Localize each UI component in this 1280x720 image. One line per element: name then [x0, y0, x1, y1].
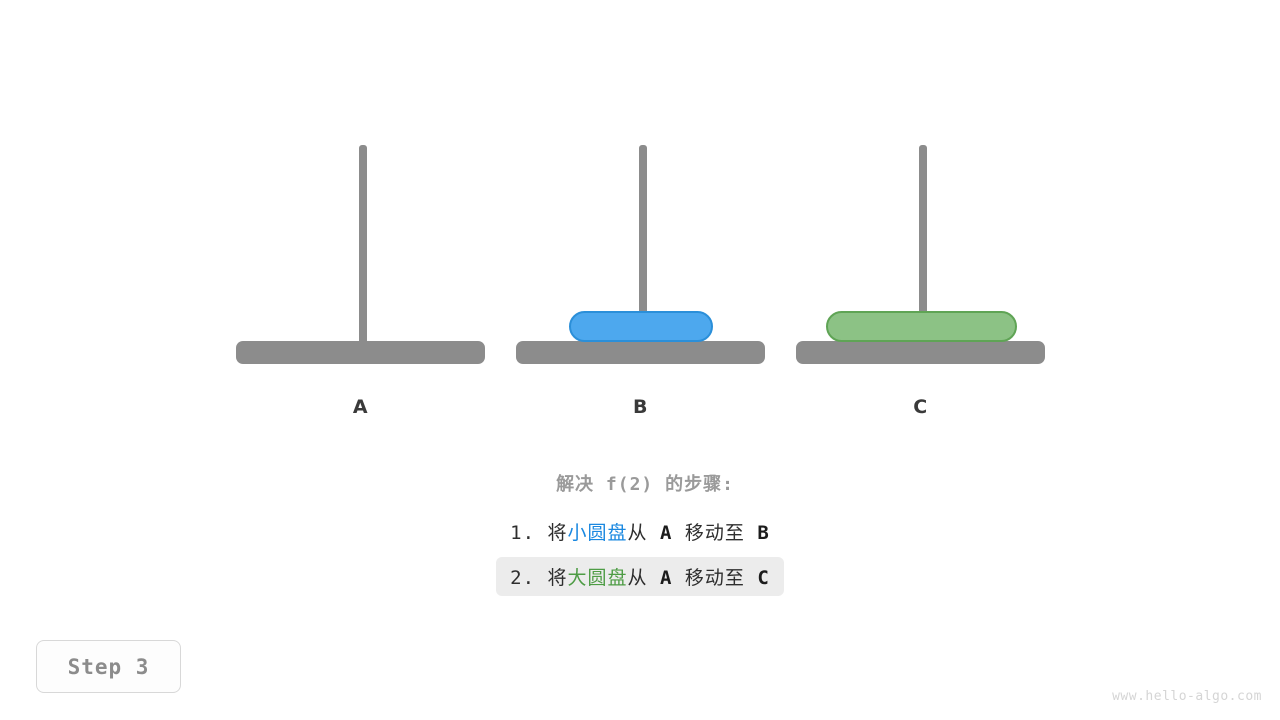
step-1-prefix: 将	[547, 522, 568, 544]
disk-large-green	[826, 311, 1017, 342]
watermark: www.hello-algo.com	[1112, 689, 1262, 704]
step-2-from-peg: A	[660, 567, 673, 589]
step-2-middle: 从	[627, 567, 648, 589]
step-1-index: 1.	[510, 522, 536, 544]
hanoi-scene: A B C	[236, 0, 1046, 440]
step-2-verb: 移动至	[684, 567, 745, 589]
step-1-disk-word: 小圆盘	[567, 522, 628, 544]
tower-b: B	[516, 0, 766, 440]
steps-title: 解决 f(2) 的步骤:	[556, 474, 734, 495]
step-1-to-peg: B	[757, 522, 770, 544]
tower-a: A	[236, 0, 486, 440]
tower-a-base	[236, 341, 485, 364]
disk-small-blue	[569, 311, 713, 342]
tower-c-base	[796, 341, 1045, 364]
step-2-index: 2.	[510, 567, 536, 589]
tower-a-pole	[359, 145, 367, 345]
tower-b-base	[516, 341, 765, 364]
step-1-middle: 从	[627, 522, 648, 544]
steps-block: 解决 f(2) 的步骤: 1. 将小圆盘从 A 移动至 B 2. 将大圆盘从 A…	[0, 470, 1280, 596]
tower-c-pole	[919, 145, 927, 345]
step-2-prefix: 将	[547, 567, 568, 589]
step-1-verb: 移动至	[684, 522, 745, 544]
step-2-to-peg: C	[757, 567, 770, 589]
step-item-1: 1. 将小圆盘从 A 移动至 B	[496, 512, 784, 551]
step-2-disk-word: 大圆盘	[567, 567, 628, 589]
step-item-2: 2. 将大圆盘从 A 移动至 C	[496, 557, 784, 596]
tower-c: C	[796, 0, 1046, 440]
tower-b-label: B	[633, 396, 648, 418]
step-badge: Step 3	[36, 640, 181, 693]
tower-c-label: C	[913, 396, 928, 418]
step-list: 1. 将小圆盘从 A 移动至 B 2. 将大圆盘从 A 移动至 C	[0, 512, 1280, 596]
step-1-from-peg: A	[660, 522, 673, 544]
tower-b-pole	[639, 145, 647, 345]
tower-a-label: A	[352, 396, 369, 418]
